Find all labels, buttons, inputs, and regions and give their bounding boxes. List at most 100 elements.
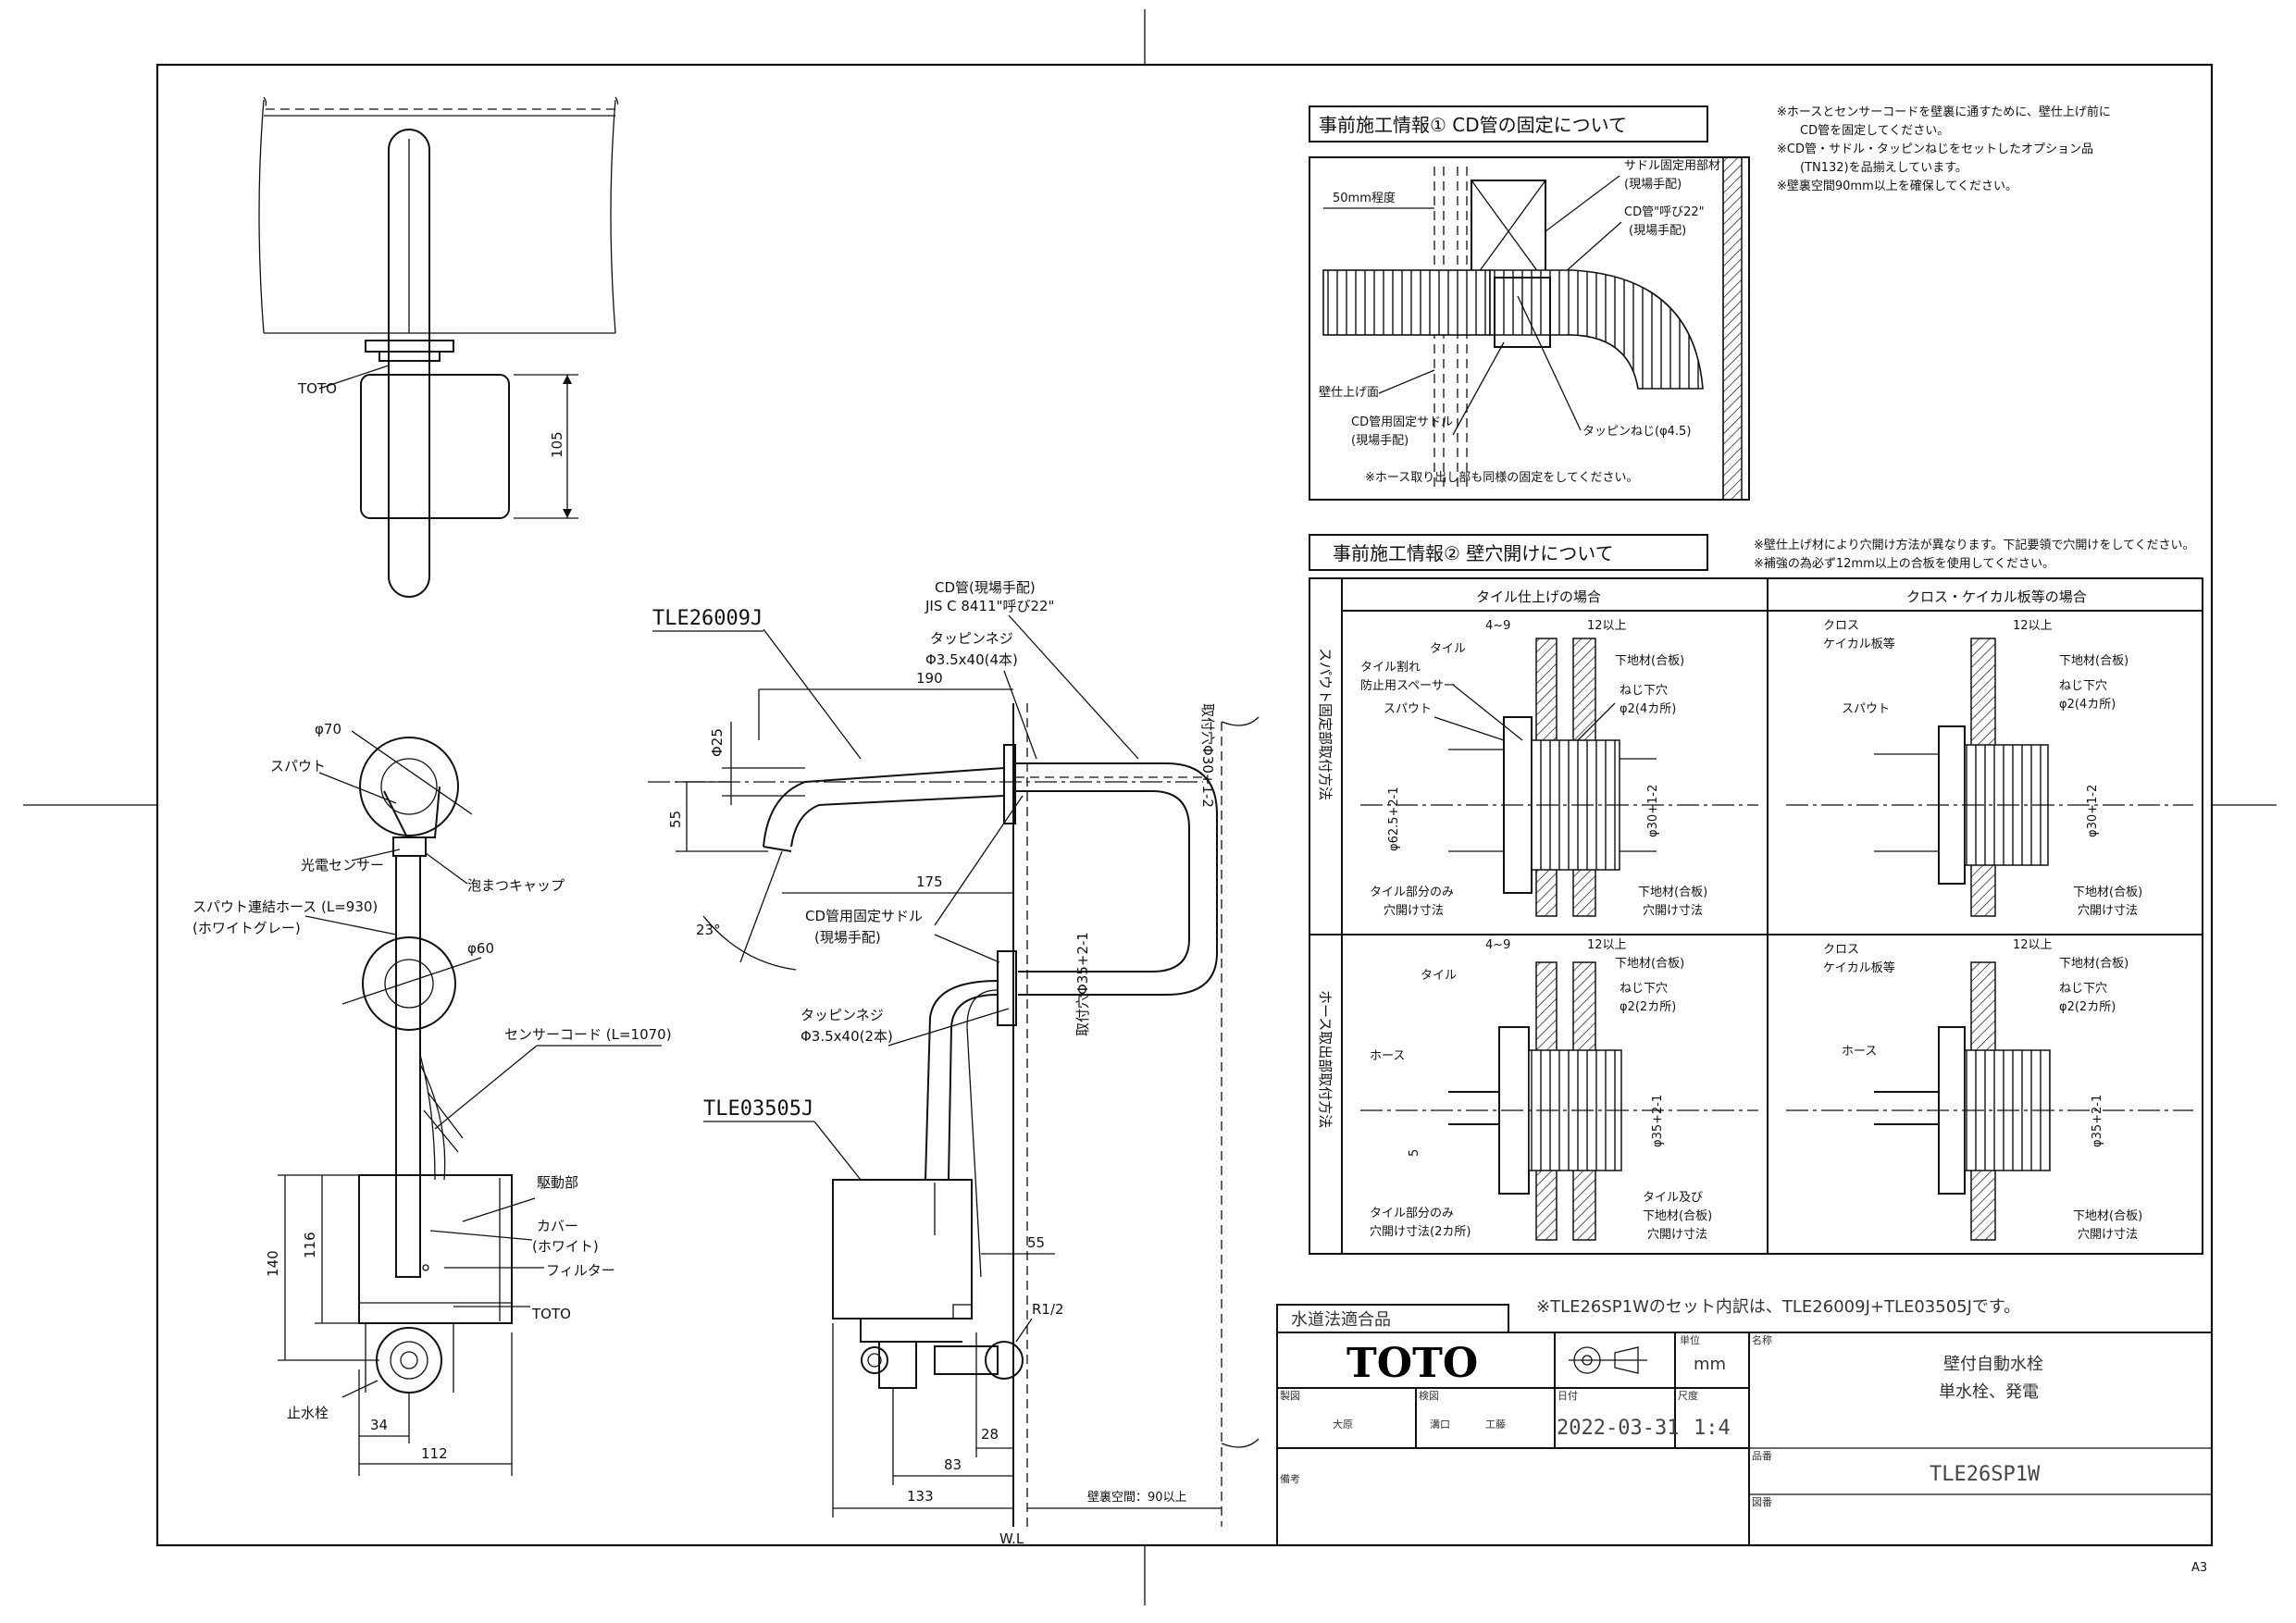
info1-panel: 事前施工情報① CD管の固定について ※ホースとセンサーコードを壁裏に通すために… <box>1309 105 2111 501</box>
cd-pipe-spec: JIS C 8411"呼び22" <box>925 598 1054 614</box>
remark-label: 備考 <box>1280 1473 1300 1485</box>
dim-116: 116 <box>302 1232 318 1258</box>
tile-spout-label: スパウト <box>1384 702 1432 716</box>
tile-screw-hole-4: φ2(4カ所) <box>1620 702 1676 716</box>
info1-cd-saddle: CD管用固定サドル <box>1351 415 1453 429</box>
hose-screw-hole: ねじ下穴 <box>1620 982 1668 996</box>
tile-spacer-2: 防止用スペーサー <box>1360 678 1456 693</box>
filter-label: フィルター <box>546 1262 615 1279</box>
hose-cloth-label: クロス <box>1823 943 1859 957</box>
hose-cloth-screw-hole: ねじ下穴 <box>2059 982 2107 996</box>
code-label: 品番 <box>1752 1450 1772 1462</box>
cloth-12: 12以上 <box>2013 619 2053 633</box>
spout-label: スパウト <box>270 758 326 774</box>
hose-screw-hole-2: φ2(2カ所) <box>1620 1000 1676 1014</box>
col-tile: タイル仕上げの場合 <box>1476 588 1601 605</box>
dim-28: 28 <box>981 1426 999 1443</box>
cloth-screw-hole-4: φ2(4カ所) <box>2059 698 2116 712</box>
wall-space: 壁裏空間：90以上 <box>1087 1491 1187 1505</box>
dim-133: 133 <box>907 1488 934 1505</box>
cloth-base-cut-1: 下地材(合板) <box>2073 886 2142 899</box>
date-label: 日付 <box>1558 1390 1578 1402</box>
wl-label: W.L <box>999 1530 1024 1547</box>
info1-note3: ※CD管・サドル・タッピンねじをセットしたオプション品 <box>1777 142 2093 156</box>
info1-50mm: 50mm程度 <box>1333 191 1396 205</box>
info1-note2: CD管を固定してください。 <box>1800 124 1949 138</box>
hose-calc-label: ケイカル板等 <box>1823 960 1895 975</box>
hose-cloth-base-cut-1: 下地材(合板) <box>2073 1209 2142 1223</box>
projection-symbol-icon <box>1569 1346 1647 1374</box>
tile-base-ply: 下地材(合板) <box>1615 654 1684 668</box>
foam-cap-label: 泡まつキャップ <box>467 877 565 894</box>
hose-label: ホース <box>1370 1049 1405 1063</box>
dim-175: 175 <box>916 873 943 890</box>
hose-cloth-screw-hole-2: φ2(2カ所) <box>2059 1000 2116 1014</box>
info2-note2: ※補強の為必ず12mm以上の合板を使用してください。 <box>1754 556 2054 571</box>
hose-color-label: (ホワイトグレー) <box>192 920 301 936</box>
paper-size: A3 <box>2191 1561 2207 1575</box>
hose-base-ply: 下地材(合板) <box>1615 957 1684 971</box>
hose-tile-only-3: 穴開け寸法(2カ所) <box>1370 1225 1471 1239</box>
cloth-label: クロス <box>1823 619 1859 633</box>
hole35-label: 取付穴Φ35+2-1 <box>1074 932 1091 1036</box>
tile-12: 12以上 <box>1587 619 1627 633</box>
top-dim-105: 105 <box>549 431 565 458</box>
hose-12: 12以上 <box>1587 938 1627 952</box>
check-value-1: 溝口 <box>1430 1419 1450 1431</box>
info1-saddle-member-2: (現場手配) <box>1624 178 1682 192</box>
dim-112: 112 <box>421 1445 448 1462</box>
tile-d625: φ62.5+2-1 <box>1387 787 1401 851</box>
hose-d35: φ35+2-1 <box>1651 1095 1665 1147</box>
screw2-spec: Φ3.5x40(2本) <box>800 1028 893 1045</box>
scale-value: 1:4 <box>1694 1417 1731 1440</box>
title-block: 水道法適合品 TOTO 単位 mm 名称 壁付自動水栓 単水栓、発電 製図 大原… <box>1276 1304 2213 1546</box>
tile-only-1: タイル部分のみ <box>1370 886 1454 899</box>
info1-bottom-note: ※ホース取り出し部も同様の固定をしてください。 <box>1365 471 1638 485</box>
product-name: 壁付自動水栓 <box>1943 1355 2043 1374</box>
dia-70-label: φ70 <box>315 721 341 737</box>
tile-spacer-1: タイル割れ <box>1360 660 1421 675</box>
dim-dia25: Φ25 <box>709 728 726 757</box>
dim-55b: 55 <box>1027 1234 1045 1251</box>
dim-190: 190 <box>916 670 943 687</box>
cloth-spout-label: スパウト <box>1842 702 1890 716</box>
check-value-2: 工藤 <box>1485 1419 1506 1431</box>
set-contents-note: ※TLE26SP1Wのセット内訳は、TLE26009J+TLE03505Jです。 <box>1536 1297 2020 1317</box>
title-logo: TOTO <box>1347 1340 1478 1387</box>
cover-label: カバー <box>537 1218 578 1234</box>
info1-note4: (TN132)を品揃えしています。 <box>1800 160 1967 175</box>
product-code: TLE26SP1W <box>1930 1463 2041 1486</box>
angle-23: 23° <box>696 922 721 938</box>
hose-tile-label: タイル <box>1421 969 1457 983</box>
hose-label: スパウト連結ホース (L=930) <box>192 898 378 915</box>
drawn-value: 大原 <box>1333 1418 1353 1431</box>
cloth-base-ply: 下地材(合板) <box>2059 654 2128 668</box>
col-cloth: クロス・ケイカル板等の場合 <box>1906 588 2087 605</box>
dim-83: 83 <box>944 1456 962 1473</box>
info1-cd-pipe: CD管"呼び22" <box>1624 205 1705 219</box>
screw1-spec: Φ3.5x40(4本) <box>925 651 1018 668</box>
cloth-d30: φ30+1-2 <box>2086 785 2100 837</box>
hose-tile-base-2: 下地材(合板) <box>1643 1209 1712 1223</box>
sensor-label: 光電センサー <box>301 857 384 873</box>
saddle-label-2: (現場手配) <box>814 929 881 946</box>
approved-label: 水道法適合品 <box>1291 1310 1391 1330</box>
unit-value: mm <box>1694 1355 1726 1374</box>
drive-unit <box>358 1174 513 1324</box>
dim-34: 34 <box>370 1417 388 1433</box>
scale-label: 尺度 <box>1678 1389 1698 1402</box>
hose-flange <box>362 936 456 1031</box>
spout-flange <box>359 737 459 836</box>
calc-label: ケイカル板等 <box>1823 637 1895 651</box>
info2-note1: ※壁仕上げ材により穴開け方法が異なります。下記要領で穴開けをしてください。 <box>1754 538 2195 552</box>
top-toto-label: TOTO <box>297 380 337 397</box>
info2-panel: 事前施工情報② 壁穴開けについて ※壁仕上げ材により穴開け方法が異なります。下記… <box>1309 534 2203 1255</box>
hose-d5: 5 <box>1408 1149 1421 1157</box>
info1-note5: ※壁裏空間90mm以上を確保してください。 <box>1777 179 2017 193</box>
product-subname: 単水栓、発電 <box>1939 1382 2039 1402</box>
tile-base-cut-2: 穴開け寸法 <box>1643 904 1703 918</box>
model-spout: TLE26009J <box>652 607 763 630</box>
drawn-label: 製図 <box>1280 1389 1300 1402</box>
hose-cloth-d35: φ35+2-1 <box>2091 1095 2104 1147</box>
